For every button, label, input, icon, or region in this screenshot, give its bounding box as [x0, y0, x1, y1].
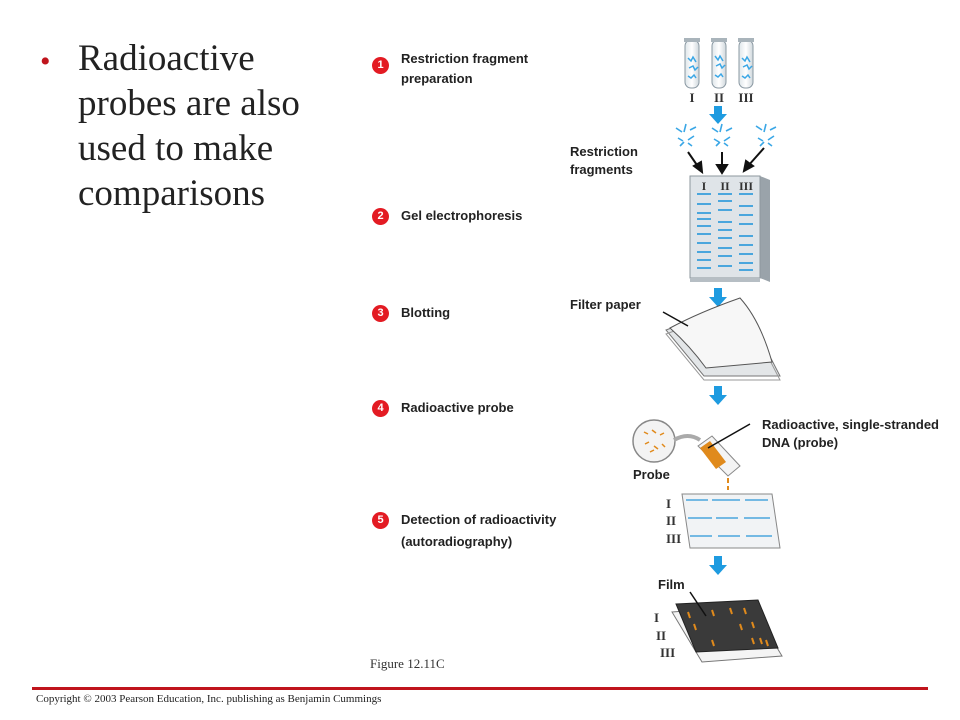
membrane-lane-label-3: III: [666, 531, 681, 546]
test-tube-3: [738, 38, 754, 89]
copyright-notice: Copyright © 2003 Pearson Education, Inc.…: [36, 693, 382, 705]
test-tube-1: [684, 38, 700, 89]
tube-label-2: II: [714, 90, 724, 105]
step-number-badge: 4: [372, 400, 389, 417]
restriction-fragments-label: Restriction fragments: [570, 144, 638, 177]
step-label: Radioactive probe: [401, 400, 514, 415]
down-arrow-icon: [709, 288, 727, 307]
step-number-badge: 5: [372, 512, 389, 529]
figure-caption: Figure 12.11C: [370, 656, 445, 671]
step-number-badge: 3: [372, 305, 389, 322]
down-arrow-icon: [709, 386, 727, 405]
film-label: Film: [658, 577, 685, 592]
dna-fragments: [675, 123, 777, 147]
autoradiograph-film: I II III: [654, 591, 783, 663]
fragment-arrows: [687, 147, 765, 175]
bullet-marker: •: [40, 45, 51, 78]
membrane-lane-label-1: I: [666, 496, 671, 511]
gel-lane-label-2: II: [720, 179, 730, 193]
test-tubes: [684, 38, 754, 89]
step-number-badge: 1: [372, 57, 389, 74]
down-arrow-icon: [709, 556, 727, 575]
test-tube-2: [711, 38, 727, 89]
step-number-badge: 2: [372, 208, 389, 225]
step-label: Restriction fragment preparation: [401, 51, 529, 86]
probe-label: Probe: [633, 467, 670, 482]
gel-lane-label-3: III: [739, 179, 753, 193]
tube-label-1: I: [689, 90, 694, 105]
film-lane-label-2: II: [656, 628, 666, 643]
electrophoresis-gel: I II III: [689, 175, 770, 282]
down-arrow-icon: [709, 106, 727, 124]
step-label: Gel electrophoresis: [401, 208, 523, 223]
filter-paper-label: Filter paper: [570, 297, 641, 312]
film-lane-label-1: I: [654, 610, 659, 625]
probe-tube: [697, 423, 751, 490]
step-label: Detection of radioactivity (autoradiogra…: [401, 512, 557, 549]
footer-divider: [32, 687, 928, 690]
membrane-lane-label-2: II: [666, 513, 676, 528]
probed-membrane: I II III: [666, 493, 781, 549]
bullet-text: Radioactive probes are also used to make…: [78, 38, 300, 214]
tube-label-3: III: [738, 90, 753, 105]
film-lane-label-3: III: [660, 645, 675, 660]
filter-paper-stack: [662, 297, 781, 381]
probe-dish: [632, 419, 702, 463]
probe-description-label: Radioactive, single-stranded DNA (probe): [762, 417, 939, 450]
gel-lane-label-1: I: [702, 179, 707, 193]
step-label: Blotting: [401, 305, 451, 320]
